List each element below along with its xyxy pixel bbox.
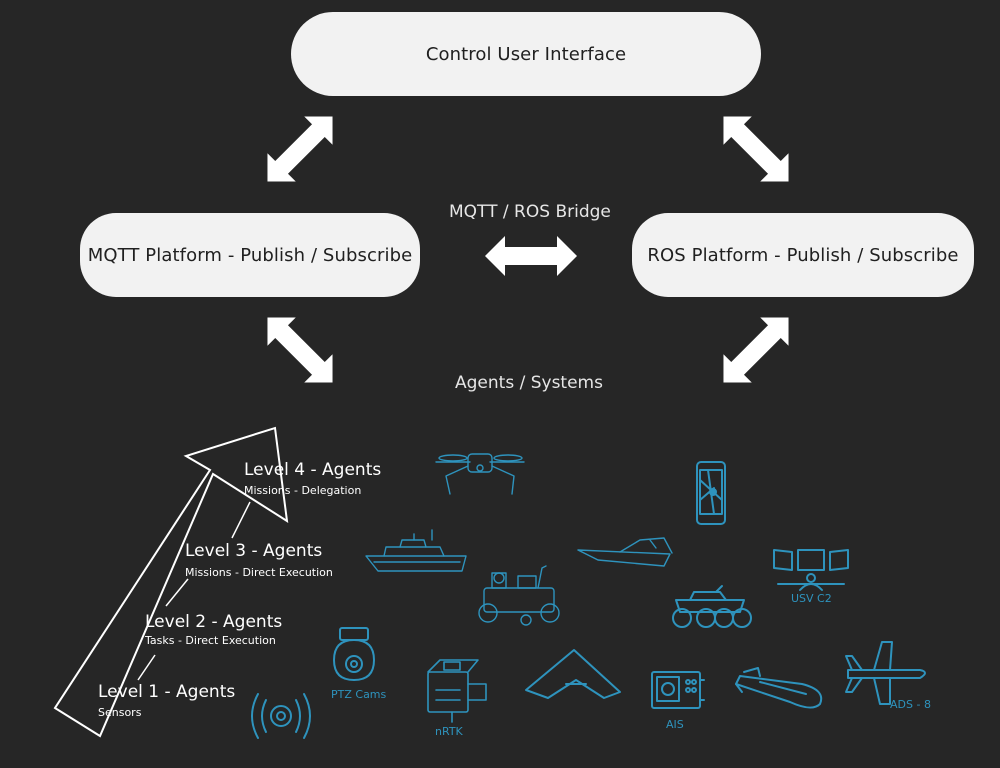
level-4-subtitle: Missions - Delegation: [244, 484, 362, 497]
rover-icon: [672, 585, 752, 628]
level-connector-2-1: [137, 654, 156, 681]
usv-c2-label: USV C2: [791, 592, 832, 605]
drone-icon: [435, 453, 525, 495]
level-connector-3-2: [165, 578, 189, 607]
ptz-camera-icon: [333, 627, 375, 681]
phone-map-icon: [696, 461, 726, 525]
control-user-interface-label: Control User Interface: [425, 43, 627, 65]
control-station-icon: [773, 549, 849, 591]
ros-platform-node: ROS Platform - Publish / Subscribe: [632, 213, 974, 297]
arrow-cui-ros: [709, 102, 803, 196]
airplane-icon: [845, 641, 926, 705]
level-3-title: Level 3 - Agents: [185, 541, 323, 561]
ros-platform-label: ROS Platform - Publish / Subscribe: [647, 244, 959, 266]
mqtt-platform-label: MQTT Platform - Publish / Subscribe: [87, 244, 413, 266]
level-2-subtitle: Tasks - Direct Execution: [145, 634, 276, 647]
level-4-title: Level 4 - Agents: [244, 460, 382, 480]
bridge-label: MQTT / ROS Bridge: [449, 202, 611, 222]
arrow-ros-agents: [709, 303, 803, 397]
speedboat-icon: [577, 537, 673, 567]
arrow-mqtt-agents: [253, 303, 347, 397]
control-user-interface-node: Control User Interface: [291, 12, 761, 96]
level-1-title: Level 1 - Agents: [98, 682, 236, 702]
level-connector-4-3: [231, 501, 251, 539]
ads-8-label: ADS - 8: [890, 698, 931, 711]
ptz-cams-label: PTZ Cams: [331, 688, 387, 701]
nrtk-device-icon: [427, 659, 487, 723]
torpedo-auv-icon: [735, 667, 823, 709]
flying-wing-icon: [525, 649, 621, 699]
arrow-bridge: [485, 236, 577, 276]
ais-label: AIS: [666, 718, 684, 731]
radio-signal-icon: [251, 693, 311, 739]
level-arrow-icon: [53, 426, 289, 738]
ship-icon: [365, 529, 467, 572]
level-2-title: Level 2 - Agents: [145, 612, 283, 632]
ais-device-icon: [651, 671, 705, 709]
level-3-subtitle: Missions - Direct Execution: [185, 566, 333, 579]
nrtk-label: nRTK: [435, 725, 463, 738]
arrow-cui-mqtt: [253, 102, 347, 196]
mqtt-platform-node: MQTT Platform - Publish / Subscribe: [80, 213, 420, 297]
ground-robot-icon: [478, 565, 560, 626]
agents-systems-label: Agents / Systems: [455, 373, 603, 393]
level-1-subtitle: Sensors: [98, 706, 142, 719]
